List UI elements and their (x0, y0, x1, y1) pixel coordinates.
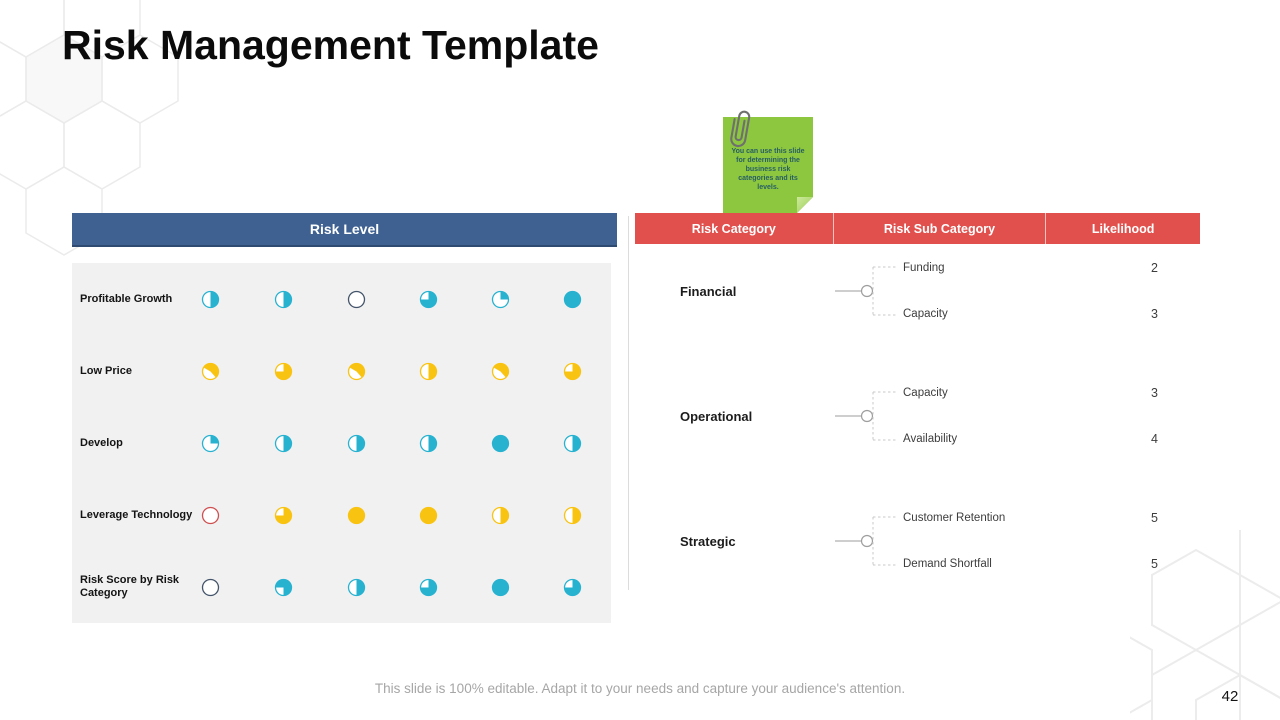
risk-row-label: Profitable Growth (80, 292, 173, 305)
harvey-ball-icon (347, 506, 366, 525)
harvey-ball-icon (491, 506, 510, 525)
likelihood-value: 4 (1151, 432, 1158, 446)
risk-level-row: Develop (72, 407, 611, 479)
risk-row-label: Risk Score by Risk Category (80, 574, 180, 599)
risk-row-label: Develop (80, 436, 123, 449)
harvey-ball-icon (563, 578, 582, 597)
harvey-ball-icon (419, 434, 438, 453)
category-label: Operational (680, 408, 753, 424)
connector-bracket-icon (835, 516, 897, 566)
risk-row-label: Leverage Technology (80, 508, 193, 521)
harvey-ball-icon (563, 362, 582, 381)
harvey-ball-icon (201, 362, 220, 381)
harvey-ball-icon (201, 578, 220, 597)
likelihood-value: 5 (1151, 557, 1158, 571)
sub-category-label: Funding (903, 262, 945, 274)
column-likelihood: Likelihood (1045, 213, 1200, 244)
column-risk-sub-category: Risk Sub Category (832, 213, 1046, 244)
connector-bracket-icon (835, 391, 897, 441)
harvey-ball-icon (419, 506, 438, 525)
risk-level-header: Risk Level (72, 213, 617, 247)
harvey-ball-icon (201, 434, 220, 453)
harvey-ball-icon (563, 290, 582, 309)
risk-level-row: Risk Score by Risk Category (72, 551, 611, 623)
vertical-divider (628, 216, 629, 590)
harvey-ball-icon (347, 362, 366, 381)
sub-category-label: Capacity (903, 308, 948, 320)
category-label: Financial (680, 283, 737, 299)
sticky-note-fold (797, 197, 813, 213)
connector-bracket-icon (835, 266, 897, 316)
harvey-ball-icon (563, 506, 582, 525)
harvey-ball-icon (274, 362, 293, 381)
harvey-ball-icon (274, 506, 293, 525)
sub-category-label: Demand Shortfall (903, 558, 992, 570)
risk-row-label: Low Price (80, 364, 132, 377)
risk-level-row: Low Price (72, 335, 611, 407)
harvey-ball-icon (274, 434, 293, 453)
footer-note: This slide is 100% editable. Adapt it to… (374, 681, 906, 696)
harvey-ball-icon (419, 290, 438, 309)
category-label: Strategic (680, 533, 736, 549)
harvey-ball-icon (419, 362, 438, 381)
likelihood-value: 3 (1151, 307, 1158, 321)
sticky-note-text: You can use this slide for determining t… (731, 148, 805, 191)
harvey-ball-icon (347, 290, 366, 309)
harvey-ball-icon (347, 434, 366, 453)
harvey-ball-icon (347, 578, 366, 597)
harvey-ball-icon (201, 290, 220, 309)
harvey-ball-icon (274, 578, 293, 597)
sub-category-label: Customer Retention (903, 512, 1006, 524)
page-number: 42 (1221, 688, 1239, 705)
column-risk-category: Risk Category (691, 221, 776, 236)
harvey-ball-icon (491, 434, 510, 453)
likelihood-value: 3 (1151, 386, 1158, 400)
risk-level-header-label: Risk Level (309, 221, 380, 237)
slide-title: Risk Management Template (62, 22, 599, 68)
likelihood-value: 2 (1151, 261, 1158, 275)
harvey-ball-icon (419, 578, 438, 597)
harvey-ball-icon (491, 362, 510, 381)
harvey-ball-icon (491, 290, 510, 309)
harvey-ball-icon (274, 290, 293, 309)
paperclip-icon (730, 110, 751, 148)
likelihood-value: 5 (1151, 511, 1158, 525)
sub-category-label: Availability (903, 433, 958, 445)
risk-level-row: Leverage Technology (72, 479, 611, 551)
harvey-ball-icon (201, 506, 220, 525)
risk-level-row: Profitable Growth (72, 263, 611, 335)
sub-category-label: Capacity (903, 387, 948, 399)
harvey-ball-icon (491, 578, 510, 597)
harvey-ball-icon (563, 434, 582, 453)
risk-category-header-row: Risk Category Risk Sub Category Likeliho… (635, 213, 1200, 244)
